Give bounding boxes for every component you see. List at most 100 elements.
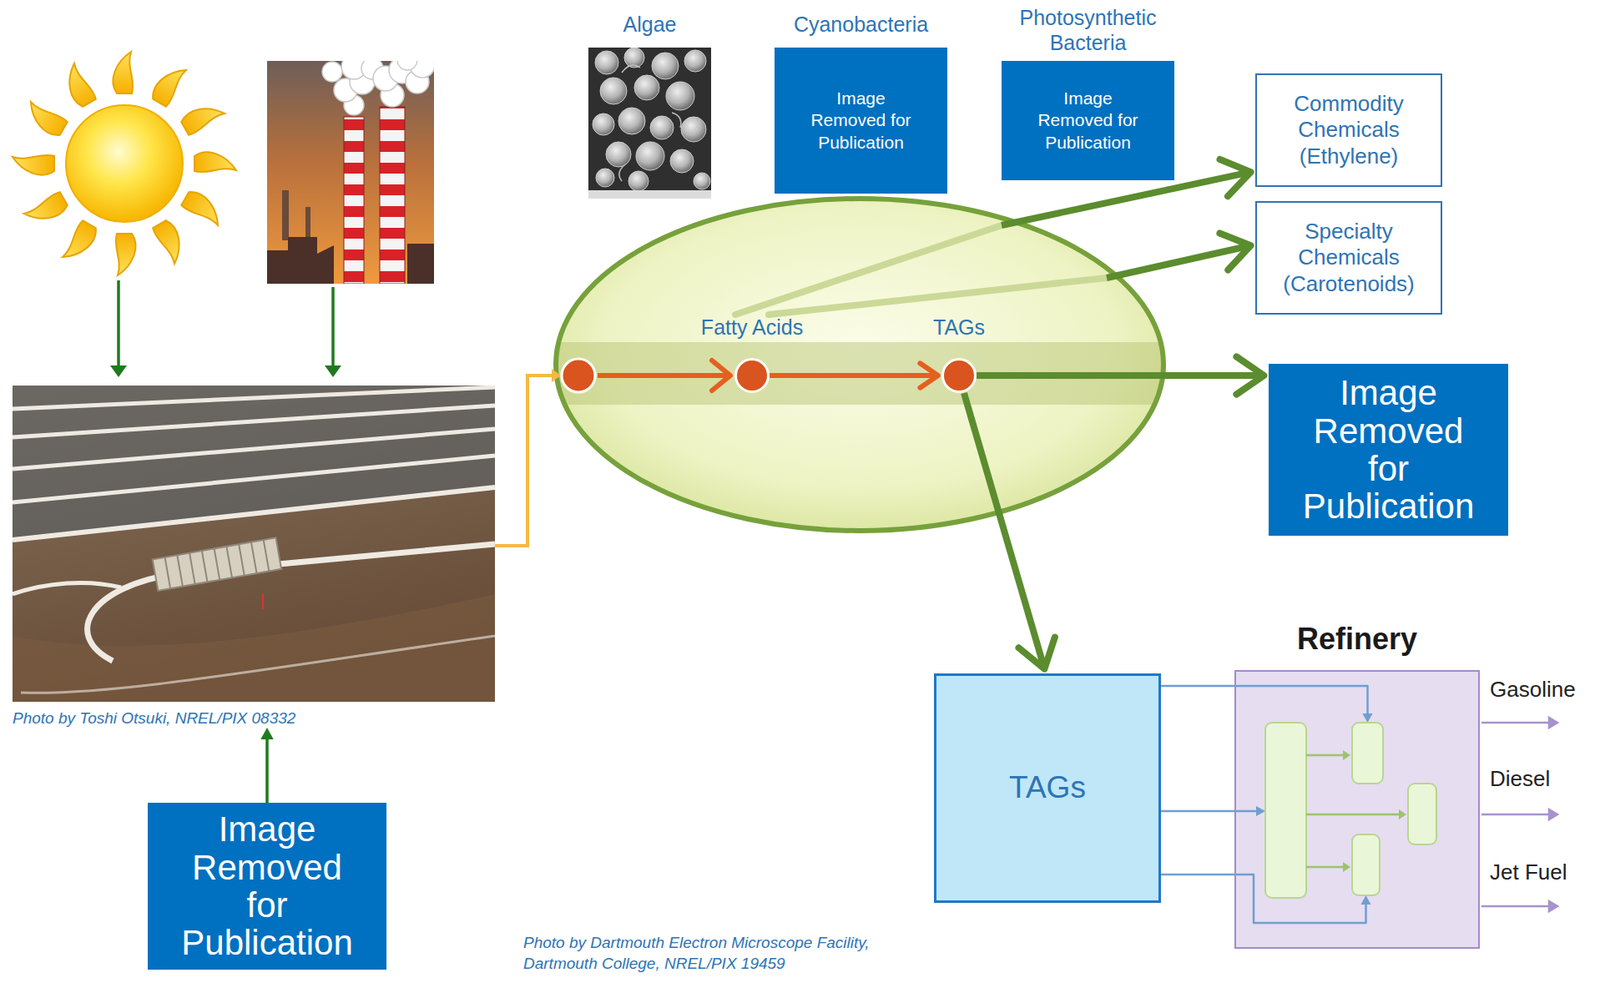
output-arrows-part xyxy=(1481,721,1551,725)
process-unit xyxy=(1408,783,1437,845)
image-placeholder-text: Image Removed for Publication xyxy=(173,810,362,962)
arrowhead xyxy=(260,727,273,740)
sun-icon-part xyxy=(60,220,100,267)
micrograph-picture-part xyxy=(684,50,707,72)
pond-photo-part-part xyxy=(12,582,122,595)
connector-inner-trace xyxy=(768,277,1107,315)
placeholder-text: Image Removed for Publication xyxy=(802,87,921,154)
product-box: Specialty Chemicals (Carotenoids) xyxy=(1255,201,1443,315)
organism-panel: Photosynthetic BacteriaImage Removed for… xyxy=(1001,5,1175,181)
output-arrows-part xyxy=(1549,717,1558,728)
photo-credit: Photo by Toshi Otsuki, NREL/PIX 08332 xyxy=(12,708,296,728)
micrograph-picture-part xyxy=(588,190,712,199)
connector xyxy=(768,232,1252,315)
output-arrows-part xyxy=(1481,905,1551,909)
micrograph-picture-part xyxy=(595,50,619,75)
sun-icon-part xyxy=(12,155,55,176)
factory-picture-part xyxy=(343,116,364,284)
connector-line xyxy=(964,393,1045,670)
micrograph-picture-part xyxy=(592,113,615,136)
factory-picture-part-part xyxy=(397,60,418,71)
cell-ellipse-part xyxy=(555,198,1164,531)
organism-label: Algae xyxy=(588,11,712,37)
tags-box: TAGs xyxy=(933,673,1161,904)
arrowhead xyxy=(1220,159,1252,197)
unit-flow xyxy=(1306,754,1344,758)
metabolite-node: Fatty Acids xyxy=(701,314,803,394)
arrowhead xyxy=(1360,895,1371,905)
micrograph-picture-part xyxy=(634,75,660,101)
image-placeholder-text: Image Removed for Publication xyxy=(1294,373,1483,525)
arrowhead xyxy=(919,363,938,388)
connector-line xyxy=(1160,874,1367,924)
unit-flow xyxy=(1306,866,1344,869)
connector xyxy=(964,393,1055,670)
factory-picture-part xyxy=(267,237,334,284)
micrograph-picture-part xyxy=(650,116,674,140)
input-arrows-part xyxy=(324,365,342,378)
process-unit xyxy=(1265,722,1307,899)
image-placeholder: Image Removed for Publication xyxy=(1268,363,1509,536)
pond-photo xyxy=(12,385,495,702)
factory-picture-part-part xyxy=(322,61,343,82)
metabolite-dot xyxy=(941,358,977,394)
tags-box-text: TAGs xyxy=(1009,769,1086,807)
arrowhead xyxy=(1362,713,1373,723)
process-unit xyxy=(1352,834,1380,896)
sun-icon-part xyxy=(116,233,137,276)
input-arrows xyxy=(110,280,342,378)
output-arrows-part xyxy=(1549,809,1558,820)
arrowhead xyxy=(1256,806,1266,817)
sun-icon-part xyxy=(65,105,183,223)
connector-line xyxy=(976,372,1264,379)
sun-icon-part xyxy=(194,151,237,172)
pond-photo-part-part xyxy=(152,537,282,591)
output-label: Jet Fuel xyxy=(1489,859,1568,885)
factory-picture-part xyxy=(379,106,405,284)
micrograph-picture-part xyxy=(605,141,631,167)
pathway-start-part xyxy=(597,373,728,379)
process-unit xyxy=(1352,722,1383,784)
pond-photo-part-part xyxy=(12,487,495,541)
arrowhead xyxy=(1019,637,1055,670)
micrograph-picture-part xyxy=(681,116,707,142)
connector xyxy=(976,356,1264,394)
output-arrows-part xyxy=(1549,901,1558,912)
product-box: Commodity Chemicals (Ethylene) xyxy=(1255,73,1443,187)
micrograph-picture-part xyxy=(588,47,712,199)
metabolite-label: TAGs xyxy=(933,314,985,340)
connector-line xyxy=(769,373,939,379)
pond-photo-part xyxy=(262,594,264,610)
organism-label: Photosynthetic Bacteria xyxy=(1001,5,1175,56)
image-placeholder: Image Removed for Publication xyxy=(147,802,387,970)
sun-icon-part xyxy=(58,62,97,109)
input-arrows-part xyxy=(331,287,335,368)
factory-picture-part xyxy=(407,243,435,284)
sun-icon-part xyxy=(23,191,70,230)
micrograph-picture xyxy=(588,47,712,199)
organism-label: Cyanobacteria xyxy=(774,11,948,37)
pathway-start-part xyxy=(711,360,731,391)
pond-photo-part-part xyxy=(87,544,495,662)
metabolite-label: Fatty Acids xyxy=(701,314,803,340)
micrograph-picture-part xyxy=(619,65,682,182)
unit-flow-head xyxy=(1342,862,1351,873)
refinery-units xyxy=(1234,670,1480,949)
sun-icon-part xyxy=(181,188,228,228)
output-label: Gasoline xyxy=(1489,676,1576,702)
unit-flow xyxy=(1306,813,1400,817)
sun-icon-part xyxy=(149,60,188,107)
micrograph-picture-part xyxy=(666,81,695,111)
pond-photo-part-part xyxy=(165,540,270,589)
sun-icon-part xyxy=(112,51,133,94)
pathway-start-part xyxy=(561,358,596,393)
pond-photo-part xyxy=(12,387,495,693)
factory-picture-part xyxy=(267,60,435,284)
sun-icon-part xyxy=(151,218,191,265)
harvest-arrow xyxy=(494,368,561,546)
micrograph-picture-part xyxy=(595,168,615,187)
pond-photo-part-part xyxy=(20,635,495,693)
refinery-frame xyxy=(1234,670,1480,949)
output-label: Diesel xyxy=(1489,766,1550,792)
connector xyxy=(1160,806,1266,817)
